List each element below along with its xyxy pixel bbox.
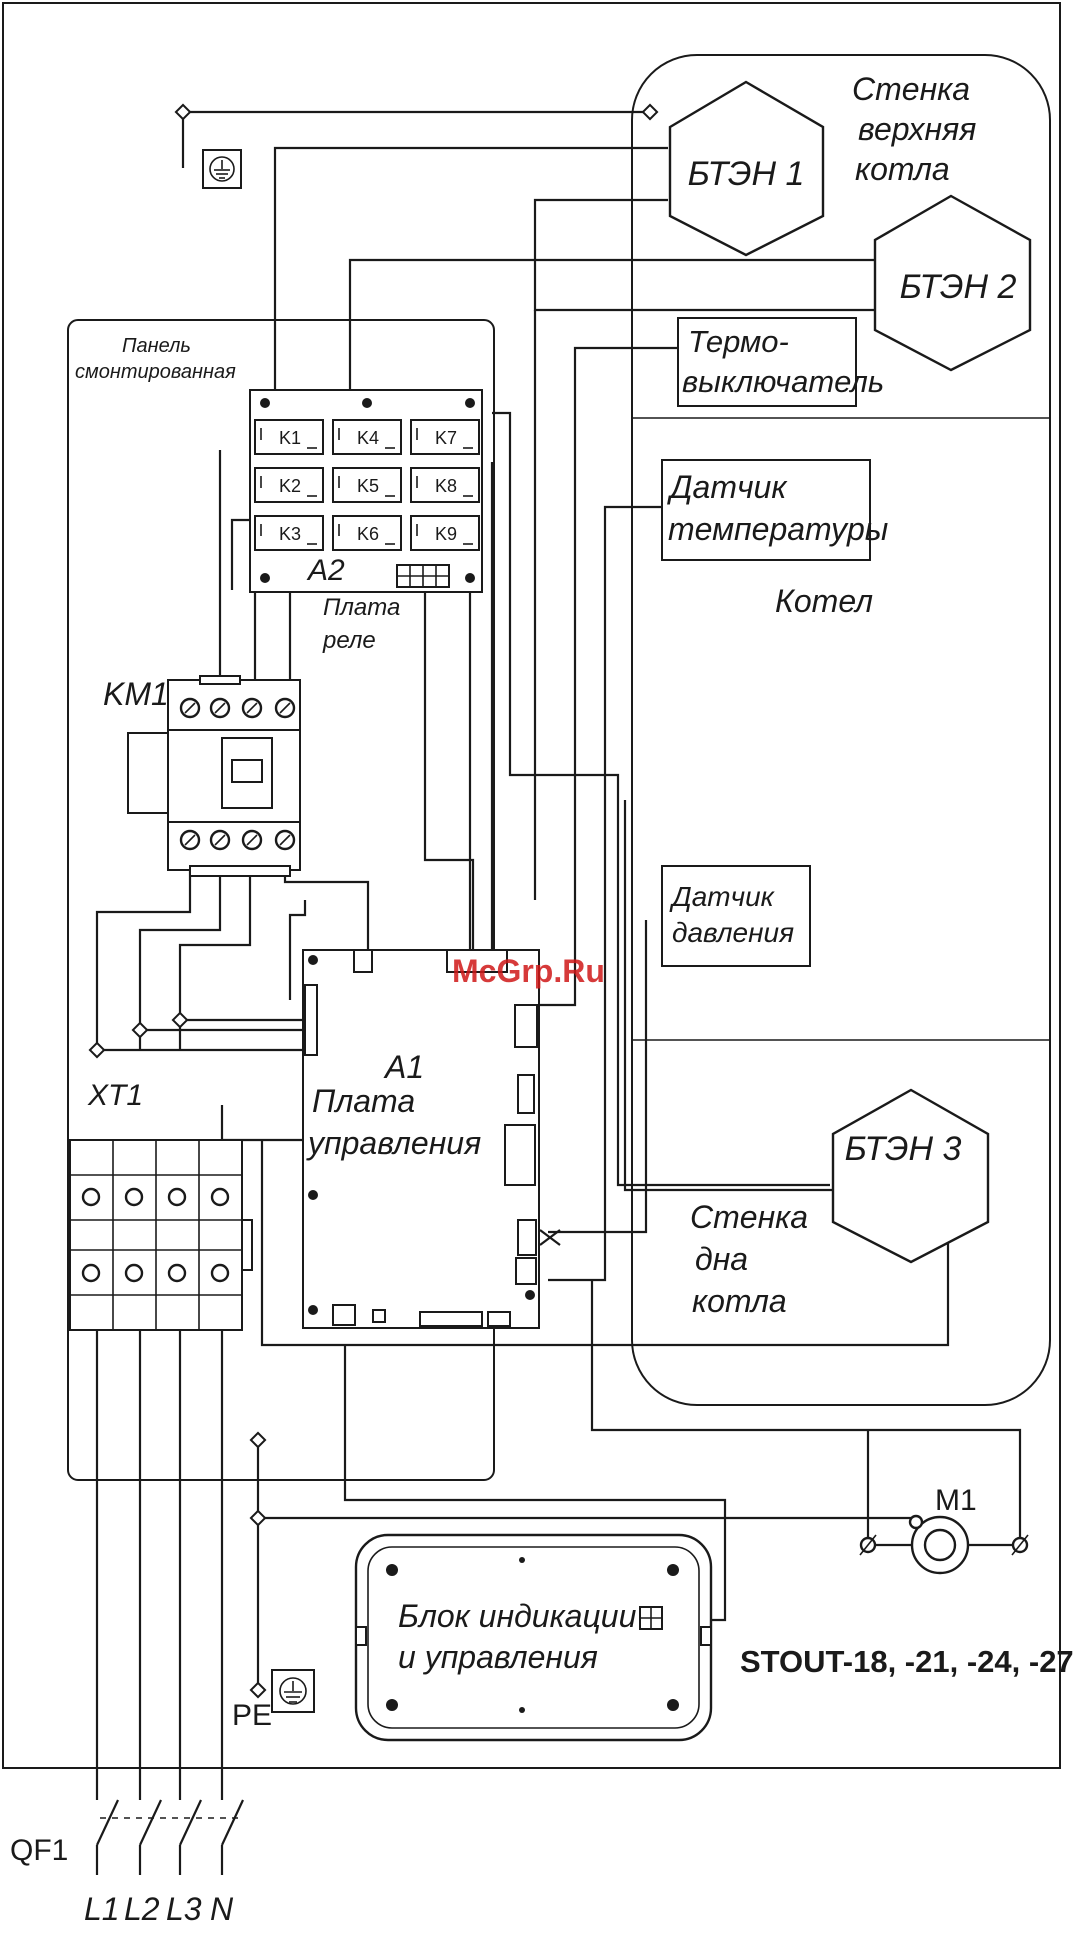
ground-terminal-top	[203, 150, 241, 188]
breaker-qf1	[97, 1800, 243, 1875]
svg-text:Стенка: Стенка	[852, 71, 970, 107]
model-label: STOUT-18, -21, -24, -27	[740, 1644, 1074, 1679]
mains-l2: L2	[124, 1891, 160, 1927]
thermoswitch-label-2: выключатель	[682, 364, 884, 399]
qf1-label: QF1	[10, 1834, 68, 1867]
xt1-label: XT1	[87, 1079, 143, 1112]
relay-k2: K2	[255, 468, 323, 502]
relay-k9: K9	[411, 516, 479, 550]
svg-text:K6: K6	[357, 524, 379, 544]
relay-k3: K3	[255, 516, 323, 550]
temp-sensor-label-2: температуры	[668, 511, 888, 547]
heater-3	[833, 1090, 988, 1262]
pressure-sensor-label-2: давления	[672, 917, 794, 948]
relay-k4: K4	[333, 420, 401, 454]
m1-label: M1	[935, 1484, 977, 1517]
svg-text:котла: котла	[692, 1283, 787, 1319]
pump-m1	[860, 1516, 1028, 1573]
relay-board-label-1: Плата	[323, 594, 400, 621]
temp-sensor-label-1: Датчик	[667, 469, 788, 505]
watermark: McGrp.Ru	[452, 953, 605, 989]
svg-text:дна: дна	[695, 1241, 748, 1277]
heater-2-label: БТЭН 2	[900, 268, 1017, 306]
mains-l3: L3	[166, 1891, 202, 1927]
km1-label: KM1	[103, 676, 169, 712]
svg-text:K4: K4	[357, 428, 379, 448]
pressure-sensor-label-1: Датчик	[669, 881, 776, 912]
boiler-label: Котел	[775, 583, 873, 619]
display-unit	[356, 1535, 711, 1740]
svg-text:K1: K1	[279, 428, 301, 448]
panel-label-2: смонтированная	[75, 361, 236, 383]
relay-k8: K8	[411, 468, 479, 502]
svg-text:Стенка: Стенка	[690, 1199, 808, 1235]
display-unit-label-1: Блок индикации	[398, 1598, 637, 1634]
wall-top-label: Стенка верхняя котла	[852, 71, 976, 187]
terminal-block-xt1	[70, 1140, 252, 1330]
a2-label: A2	[306, 554, 345, 587]
wall-bottom-label: Стенка дна котла	[690, 1199, 808, 1319]
svg-text:K8: K8	[435, 476, 457, 496]
mains-l1: L1	[84, 1891, 120, 1927]
relay-k7: K7	[411, 420, 479, 454]
panel-label-1: Панель	[122, 335, 191, 357]
control-board-label-1: Плата	[312, 1083, 415, 1119]
svg-text:котла: котла	[855, 151, 950, 187]
heater-1-label: БТЭН 1	[688, 155, 805, 193]
svg-text:K9: K9	[435, 524, 457, 544]
control-board-label-2: управления	[306, 1125, 481, 1161]
svg-text:K2: K2	[279, 476, 301, 496]
svg-text:K7: K7	[435, 428, 457, 448]
display-unit-label-2: и управления	[398, 1639, 598, 1675]
heater-3-label: БТЭН 3	[845, 1130, 962, 1168]
relay-k5: K5	[333, 468, 401, 502]
relay-k1: K1	[255, 420, 323, 454]
svg-text:верхняя: верхняя	[858, 111, 976, 147]
svg-text:K5: K5	[357, 476, 379, 496]
pe-label: PE	[232, 1699, 272, 1732]
a1-label: A1	[383, 1049, 424, 1085]
svg-text:K3: K3	[279, 524, 301, 544]
relay-board-label-2: реле	[322, 627, 376, 654]
relay-k6: K6	[333, 516, 401, 550]
thermoswitch-label-1: Термо-	[688, 324, 789, 359]
mains-n: N	[210, 1891, 234, 1927]
